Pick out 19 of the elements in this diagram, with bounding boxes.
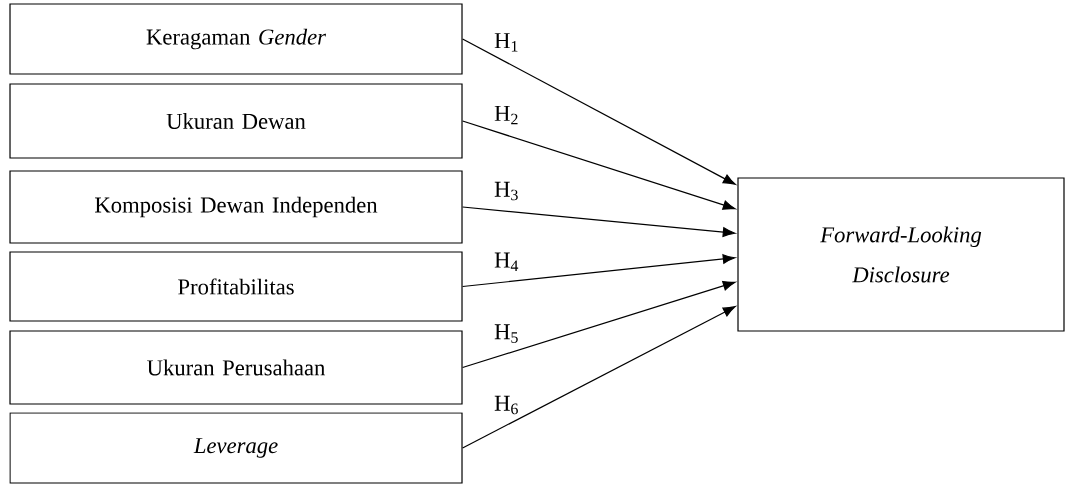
edge-label: H$_{3}$ (494, 181, 518, 201)
variable-box: Leverage (9, 412, 463, 484)
arrow (462, 206, 736, 238)
variable-box: Ukuran Perusahaan (9, 330, 463, 405)
variable-box: Keragaman Gender (9, 3, 463, 75)
variable-box: Komposisi Dewan Independen (9, 170, 463, 244)
edge-label: H$_{1}$ (494, 33, 518, 52)
arrow (462, 120, 736, 210)
arrow (462, 306, 736, 449)
edge-label: H$_{2}$ (494, 105, 518, 125)
edge-label: H$_{4}$ (494, 252, 519, 271)
arrow (462, 38, 736, 185)
edge-label: H$_{5}$ (494, 324, 518, 343)
arrow (462, 254, 736, 288)
variable-box: Profitabilitas (9, 251, 463, 322)
edge-label: H$_{6}$ (494, 395, 518, 415)
variable-box: Ukuran Dewan (9, 83, 463, 159)
variable-box: Forward-Looking Disclosure (737, 177, 1065, 332)
arrow (462, 281, 736, 369)
